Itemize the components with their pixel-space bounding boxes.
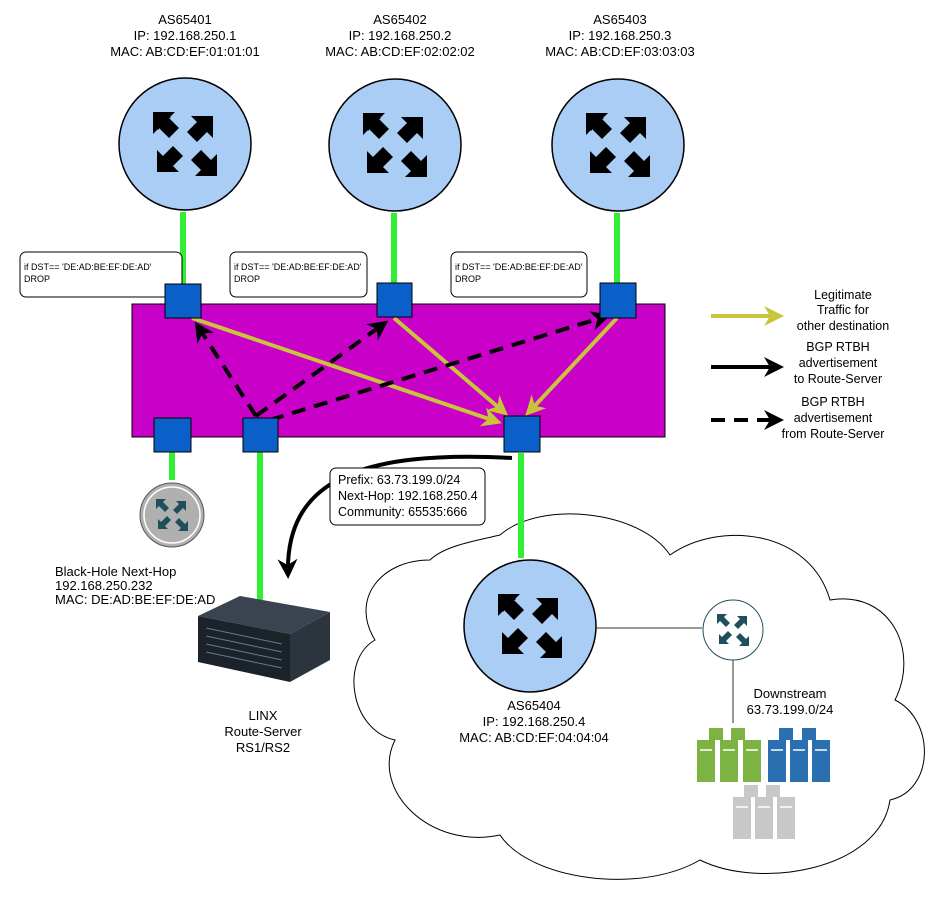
as65402-label: AS65402	[373, 12, 427, 27]
downstream-label-line2: 63.73.199.0/24	[747, 702, 834, 717]
filter-note-2-line2: DROP	[234, 274, 260, 284]
blackhole-router	[139, 482, 205, 548]
legend-legitimate-line2: Traffic for	[817, 303, 869, 317]
legend-to-rs-line3: to Route-Server	[794, 372, 882, 386]
as65402-ip: IP: 192.168.250.2	[349, 28, 452, 43]
as65401-mac: MAC: AB:CD:EF:01:01:01	[110, 44, 260, 59]
route-server-label-line1: LINX	[249, 708, 278, 723]
filter-note-3-line2: DROP	[455, 274, 481, 284]
legend-rtbh-from-rs: BGP RTBH advertisement from Route-Server	[711, 395, 884, 441]
legend-rtbh-to-rs: BGP RTBH advertisement to Route-Server	[711, 340, 882, 386]
legend-from-rs-line3: from Route-Server	[782, 427, 885, 441]
legend-legitimate-line3: other destination	[797, 319, 889, 333]
downstream-label: Downstream 63.73.199.0/24	[747, 686, 834, 717]
as65402-mac: MAC: AB:CD:EF:02:02:02	[325, 44, 475, 59]
route-server-label-line2: Route-Server	[224, 724, 302, 739]
legend-legitimate-line1: Legitimate	[814, 288, 872, 302]
filter-note-1-line1: if DST== 'DE:AD:BE:EF:DE:AD'	[24, 262, 152, 272]
as65404-label: AS65404	[507, 698, 561, 713]
legend-legitimate-traffic: Legitimate Traffic for other destination	[711, 288, 889, 333]
switch-ports	[153, 282, 637, 453]
as65404-mac: MAC: AB:CD:EF:04:04:04	[459, 730, 609, 745]
as65403-ip: IP: 192.168.250.3	[569, 28, 672, 43]
advertisement-nexthop: Next-Hop: 192.168.250.4	[338, 489, 478, 503]
filter-note-2: if DST== 'DE:AD:BE:EF:DE:AD' DROP	[229, 251, 368, 298]
blackhole-label-line3: MAC: DE:AD:BE:EF:DE:AD	[55, 592, 215, 607]
legend-from-rs-line1: BGP RTBH	[801, 395, 864, 409]
legend: Legitimate Traffic for other destination…	[711, 288, 889, 441]
router-as65404	[463, 559, 597, 693]
filter-note-1-line2: DROP	[24, 274, 50, 284]
filter-note-3: if DST== 'DE:AD:BE:EF:DE:AD' DROP	[450, 251, 588, 298]
as65403-label: AS65403	[593, 12, 647, 27]
blackhole-label-line2: 192.168.250.232	[55, 578, 153, 593]
downstream-servers-icon	[697, 728, 830, 839]
filter-note-1: if DST== 'DE:AD:BE:EF:DE:AD' DROP	[19, 251, 183, 298]
blackhole-label: Black-Hole Next-Hop 192.168.250.232 MAC:…	[55, 564, 215, 607]
route-server-label-line3: RS1/RS2	[236, 740, 290, 755]
legend-to-rs-line1: BGP RTBH	[806, 340, 869, 354]
downstream-label-line1: Downstream	[754, 686, 827, 701]
customer-cloud	[353, 513, 925, 880]
rtbh-advertisement-box: Prefix: 63.73.199.0/24 Next-Hop: 192.168…	[329, 467, 486, 526]
physical-links	[169, 212, 620, 600]
legend-to-rs-line2: advertisement	[799, 356, 878, 370]
downstream-router	[702, 599, 764, 661]
legend-from-rs-line2: advertisement	[794, 411, 873, 425]
rtbh-from-route-server	[194, 311, 611, 422]
as65403-mac: MAC: AB:CD:EF:03:03:03	[545, 44, 695, 59]
router-as65402	[328, 78, 462, 212]
advertisement-community: Community: 65535:666	[338, 505, 467, 519]
router-as65401	[118, 77, 252, 211]
as65401-label: AS65401	[158, 12, 212, 27]
route-server-icon	[198, 596, 330, 682]
filter-note-2-line1: if DST== 'DE:AD:BE:EF:DE:AD'	[234, 262, 362, 272]
router-as65403	[551, 78, 685, 212]
as65404-ip: IP: 192.168.250.4	[483, 714, 586, 729]
route-server-label: LINX Route-Server RS1/RS2	[224, 708, 302, 755]
filter-note-3-line1: if DST== 'DE:AD:BE:EF:DE:AD'	[455, 262, 583, 272]
as65401-ip: IP: 192.168.250.1	[134, 28, 237, 43]
blackhole-label-line1: Black-Hole Next-Hop	[55, 564, 176, 579]
advertisement-prefix: Prefix: 63.73.199.0/24	[338, 473, 460, 487]
